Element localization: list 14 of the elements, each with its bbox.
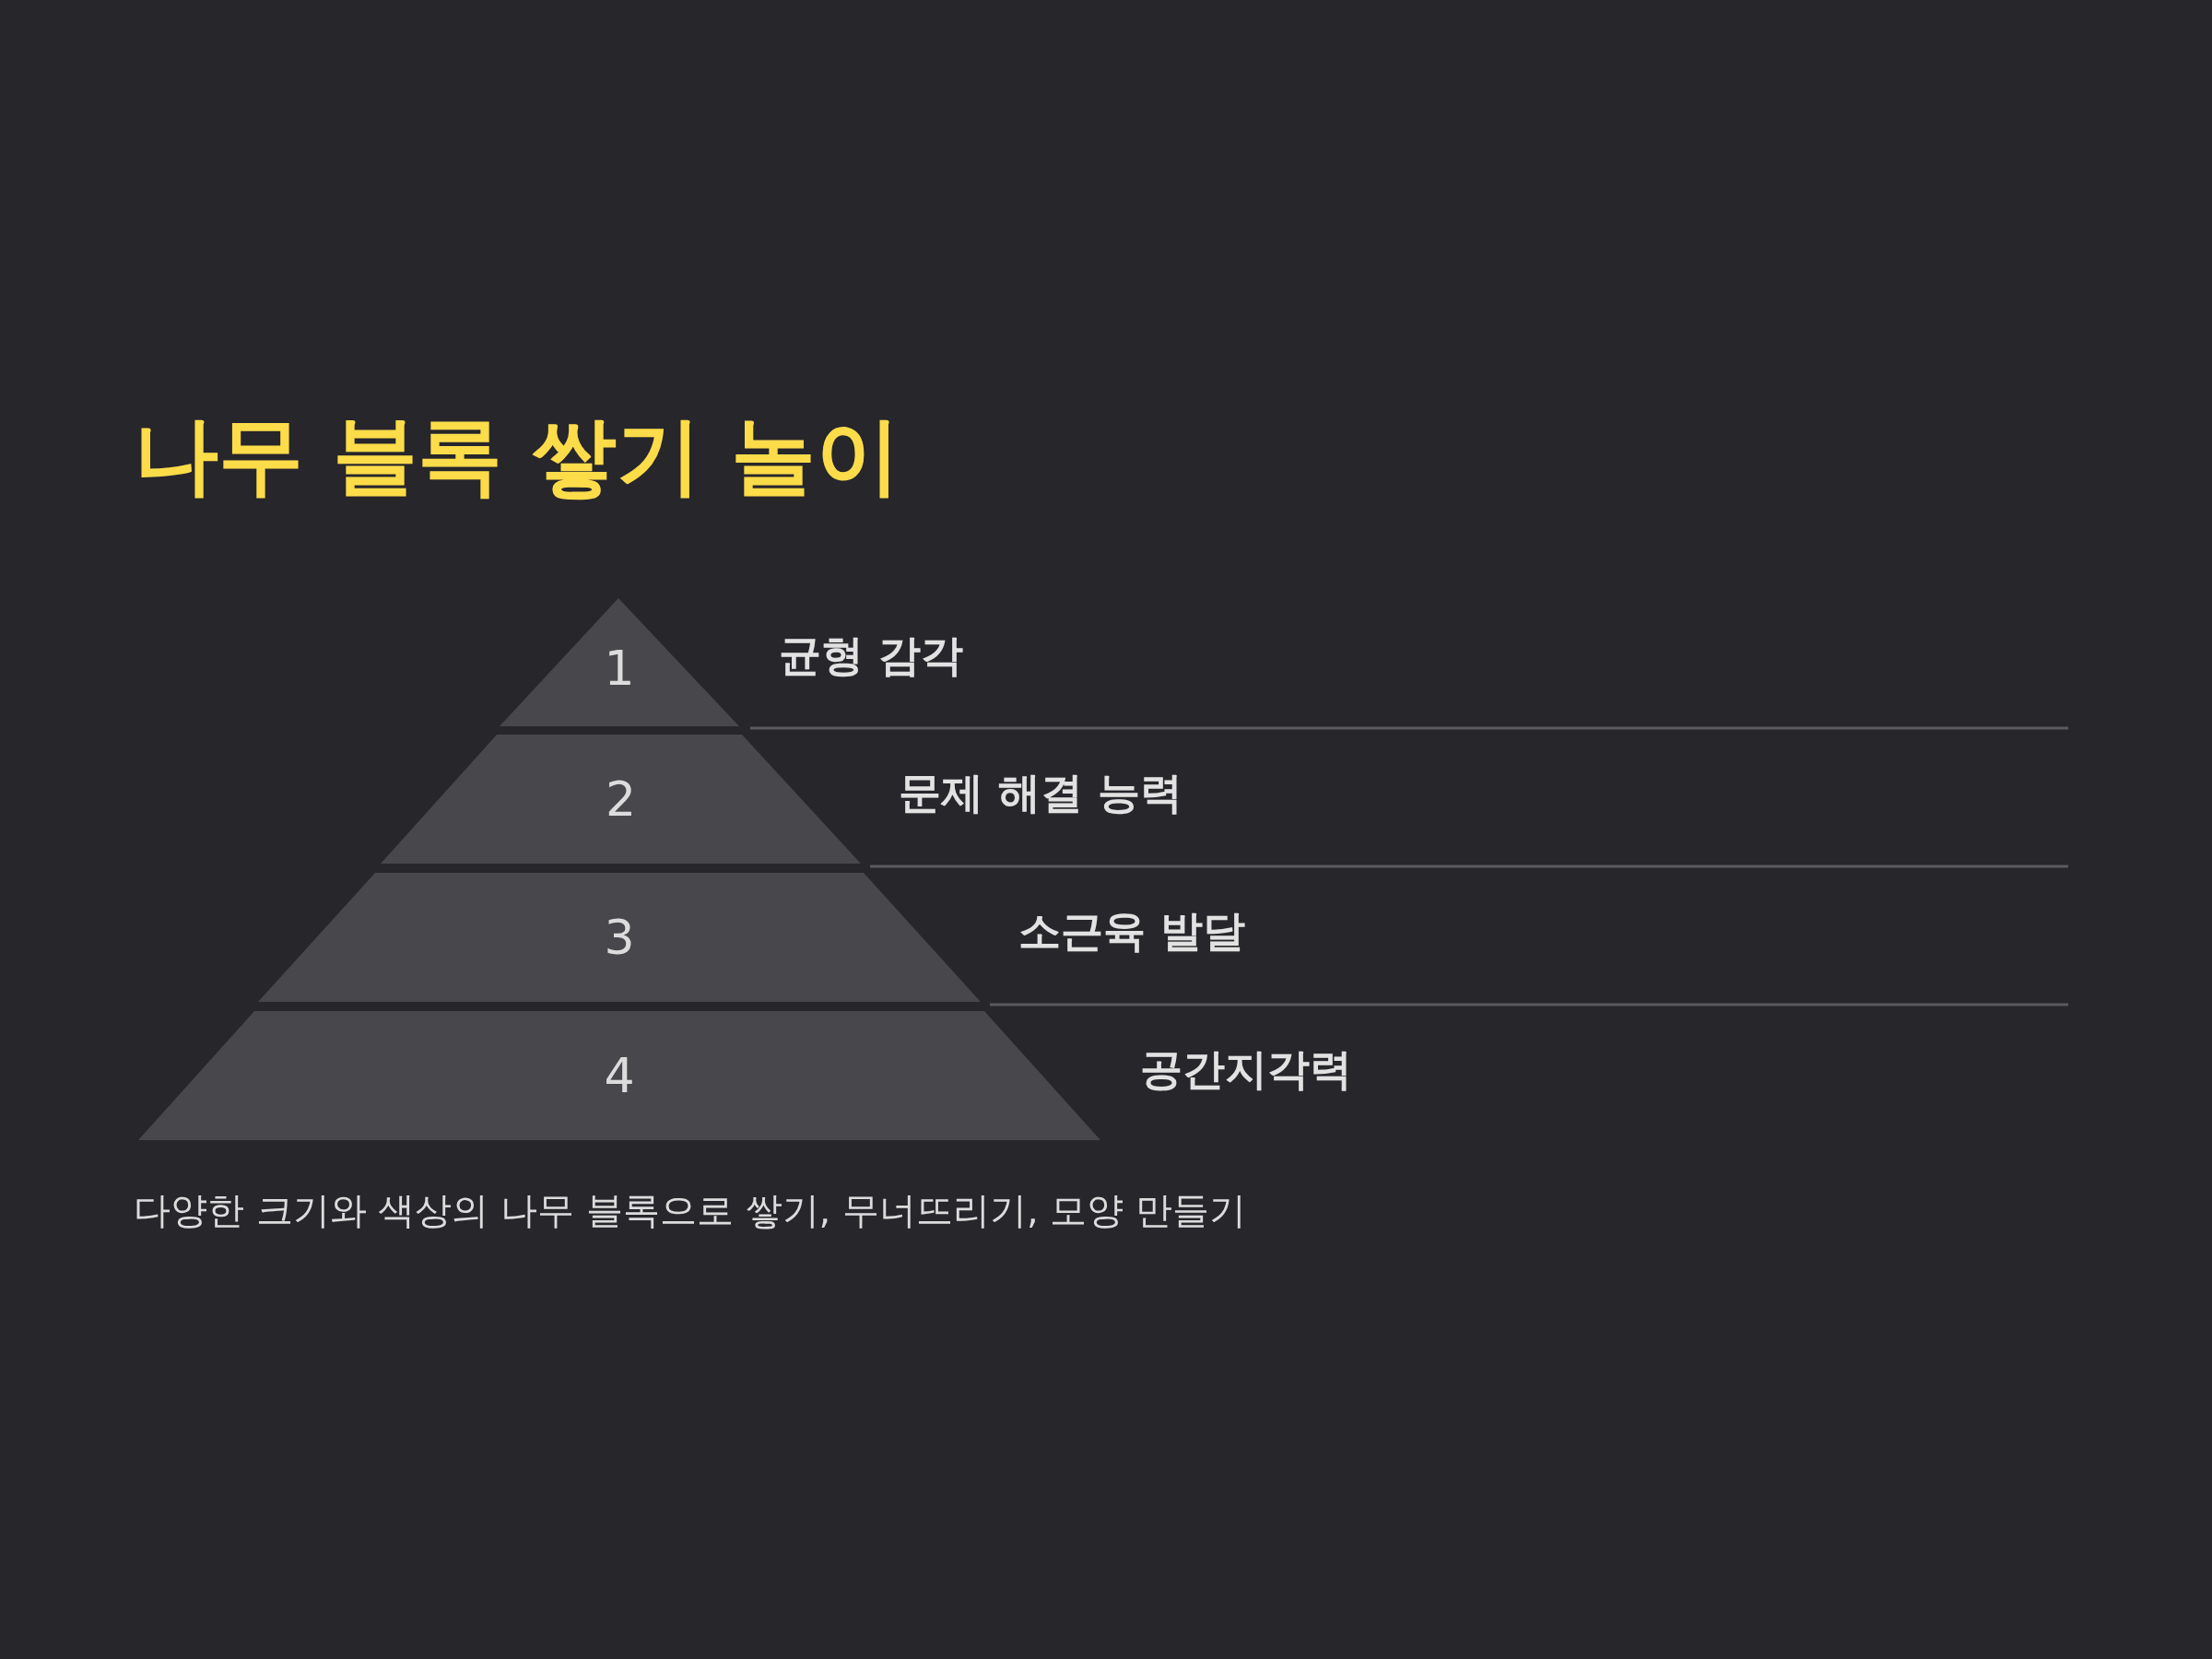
pyramid-layer (138, 1011, 1100, 1140)
layer-label: 균형 감각 (779, 630, 963, 682)
layer-number: 4 (603, 1052, 636, 1100)
title: 나무 블록 쌓기 놀이 (134, 406, 901, 507)
pyramid-layer (258, 873, 981, 1002)
layer-number: 1 (603, 644, 636, 693)
layer-label: 공간지각력 (1140, 1044, 1352, 1096)
layer-label: 소근육 발달 (1018, 906, 1245, 958)
pyramid-layer (500, 598, 739, 726)
layer-label: 문제 해결 능력 (899, 768, 1183, 819)
layer-number: 2 (604, 775, 638, 823)
caption: 다양한 크기와 색상의 나무 블록으로 쌓기, 무너뜨리기, 모양 만들기 (134, 1188, 1247, 1233)
pyramid-layer (381, 735, 861, 864)
layer-number: 3 (603, 913, 636, 961)
